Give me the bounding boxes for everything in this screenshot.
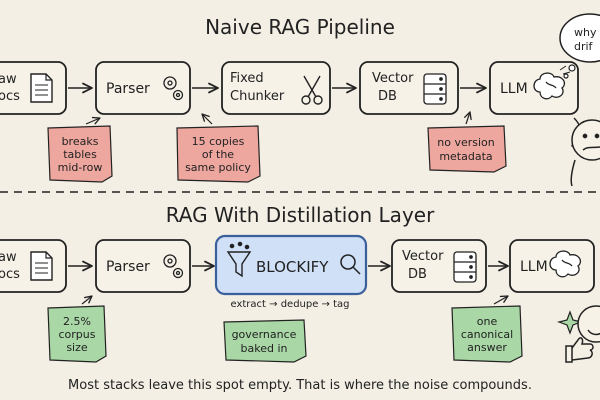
distilled-db-line2: DB: [408, 267, 427, 282]
note-corpus-line2: corpus: [59, 328, 96, 341]
naive-chunker-node: Fixed Chunker: [221, 61, 331, 115]
distilled-llm-node: LLM: [509, 239, 595, 293]
distilled-vector-db-node: Vector DB: [391, 239, 487, 293]
note-canonical-answer: one canonical answer: [451, 305, 523, 363]
naive-llm-node: LLM: [489, 61, 579, 115]
gear-icon: [163, 76, 184, 101]
funnel-icon: [226, 241, 252, 278]
note-corpus-size: 2.5% corpus size: [47, 305, 107, 363]
note-copies-arrow: [201, 113, 213, 125]
naive-parser-node: Parser: [95, 61, 191, 115]
naive-db-line2: DB: [378, 89, 397, 104]
distilled-title: RAG With Distillation Layer: [166, 203, 435, 227]
note-version-line2: metadata: [439, 150, 492, 163]
note-canonical-line3: answer: [467, 341, 507, 354]
bubble-line2: drif: [574, 40, 594, 53]
distilled-llm-label: LLM: [520, 259, 548, 275]
distilled-parser-node: Parser: [95, 239, 191, 293]
note-governance-line1: governance: [232, 328, 297, 341]
database-icon: [453, 251, 477, 283]
note-tables-line3: mid-row: [58, 161, 103, 174]
footer-caption: Most stacks leave this spot empty. That …: [68, 378, 532, 393]
naive-vector-db-node: Vector DB: [359, 61, 459, 115]
brain-icon: [549, 250, 582, 278]
magnifier-icon: [340, 254, 361, 275]
distilled-db-line1: Vector: [402, 249, 444, 264]
note-tables-arrow: [85, 116, 101, 125]
thought-bubble: why drif: [559, 13, 600, 79]
distilled-raw-docs-line1: aw: [0, 250, 17, 265]
note-copies-line2: of the: [202, 148, 234, 161]
note-copies-line3: same policy: [185, 161, 251, 174]
blockify-subcaption: extract → dedupe → tag: [230, 299, 349, 310]
naive-raw-docs-line2: ocs: [0, 89, 20, 104]
blockify-node: BLOCKIFY: [214, 234, 368, 296]
bubble-line1: why: [574, 26, 597, 39]
thumbs-up-icon: [565, 305, 600, 363]
naive-parser-label: Parser: [106, 81, 150, 97]
confused-face-icon: [570, 119, 600, 187]
note-governance: governance baked in: [223, 319, 307, 363]
document-icon: [30, 73, 53, 103]
note-version-line1: no version: [437, 136, 495, 149]
scissors-icon: [301, 75, 323, 105]
note-copies-line1: 15 copies: [192, 135, 245, 148]
note-breaks-tables: breaks tables mid-row: [47, 125, 113, 183]
document-icon: [30, 251, 53, 281]
naive-title: Naive RAG Pipeline: [205, 15, 395, 39]
note-no-version: no version metadata: [427, 125, 507, 173]
distilled-raw-docs-node: aw ocs: [0, 239, 67, 293]
naive-raw-docs-node: aw ocs: [0, 61, 67, 115]
note-corpus-line3: size: [66, 341, 88, 354]
blockify-label: BLOCKIFY: [256, 258, 329, 276]
naive-chunker-line1: Fixed: [230, 71, 264, 86]
note-tables-line2: tables: [63, 148, 97, 161]
note-canonical-line1: one: [477, 315, 498, 328]
distilled-raw-docs-line2: ocs: [0, 267, 20, 282]
note-fifteen-copies: 15 copies of the same policy: [176, 125, 261, 183]
naive-chunker-line2: Chunker: [230, 89, 285, 104]
naive-raw-docs-line1: aw: [0, 72, 17, 87]
naive-db-line1: Vector: [372, 71, 414, 86]
brain-icon: [533, 65, 571, 100]
note-canonical-line2: canonical: [461, 328, 513, 341]
gear-icon: [163, 254, 184, 279]
database-icon: [423, 73, 447, 105]
note-canonical-arrow: [493, 295, 509, 305]
note-tables-line1: breaks: [62, 135, 99, 148]
note-version-arrow: [464, 111, 472, 125]
naive-llm-label: LLM: [500, 81, 528, 97]
distilled-parser-label: Parser: [106, 259, 150, 275]
note-governance-line2: baked in: [241, 342, 288, 355]
note-corpus-arrow: [81, 295, 93, 305]
note-corpus-line1: 2.5%: [63, 315, 91, 328]
sparkle-icon: [556, 310, 584, 335]
